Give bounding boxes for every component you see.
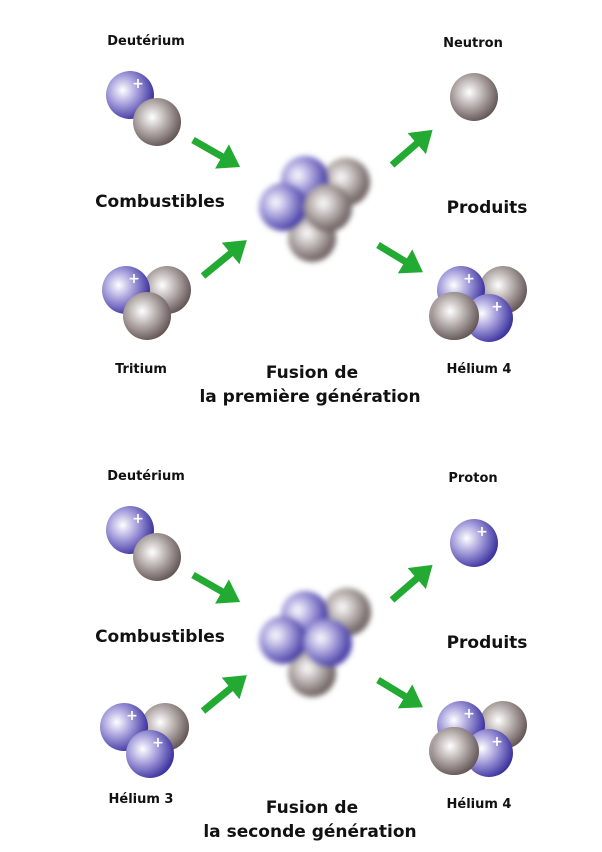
- arrow-icon: [200, 240, 247, 279]
- plus-sign-icon: +: [128, 271, 140, 287]
- plus-sign-icon: +: [126, 708, 138, 724]
- plus-sign-icon: +: [491, 299, 503, 315]
- neutron-sphere: [123, 292, 171, 340]
- proton-sphere: [304, 619, 352, 667]
- arrow-icon: [191, 136, 241, 169]
- reactant-top-label: Deutérium: [107, 469, 185, 484]
- proton-sphere: [465, 294, 513, 342]
- fusion-cluster: [259, 156, 370, 262]
- left-group-label: Combustibles: [95, 627, 225, 647]
- left-group-label: Combustibles: [95, 192, 225, 212]
- fusion-first-generation: Deutérium + Combustibles + Tritium Fusion de l…: [95, 34, 527, 407]
- right-group-label: Produits: [447, 633, 528, 653]
- arrow-icon: [191, 571, 241, 604]
- arrow-icon: [200, 675, 247, 714]
- arrow-icon: [376, 242, 423, 274]
- proton-sphere: [450, 519, 498, 567]
- proton-sphere: [465, 729, 513, 777]
- product-bottom-label: Hélium 4: [447, 797, 512, 812]
- plus-sign-icon: +: [476, 524, 488, 540]
- neutron-sphere: [304, 184, 352, 232]
- reactant-top-label: Deutérium: [107, 34, 185, 49]
- reactant-bottom-label: Tritium: [115, 362, 167, 377]
- caption-line-2: la première génération: [199, 387, 420, 407]
- arrow-icon: [376, 677, 423, 709]
- neutron-sphere: [431, 727, 479, 775]
- product-top-label: Proton: [448, 471, 497, 486]
- plus-sign-icon: +: [132, 76, 144, 92]
- arrow-icon: [389, 564, 433, 603]
- fusion-cluster: [259, 588, 371, 697]
- reactant-bottom-label: Hélium 3: [109, 792, 174, 807]
- neutron-sphere: [450, 73, 498, 121]
- arrow-icon: [389, 129, 433, 168]
- neutron-sphere: [133, 98, 181, 146]
- proton-sphere: [259, 183, 307, 231]
- caption-line-1: Fusion de: [266, 363, 358, 383]
- proton-sphere: [259, 616, 307, 664]
- neutron-sphere: [431, 292, 479, 340]
- right-group-label: Produits: [447, 198, 528, 218]
- fusion-second-generation: Deutérium + Combustibles + + Hélium 3 Fusion d…: [95, 469, 527, 842]
- plus-sign-icon: +: [491, 734, 503, 750]
- caption-line-1: Fusion de: [266, 798, 358, 818]
- product-top-label: Neutron: [443, 36, 503, 51]
- neutron-sphere: [133, 533, 181, 581]
- plus-sign-icon: +: [463, 271, 475, 287]
- plus-sign-icon: +: [463, 706, 475, 722]
- plus-sign-icon: +: [132, 511, 144, 527]
- caption-line-2: la seconde génération: [203, 822, 416, 842]
- proton-sphere: [126, 730, 174, 778]
- plus-sign-icon: +: [152, 735, 164, 751]
- product-bottom-label: Hélium 4: [447, 362, 512, 377]
